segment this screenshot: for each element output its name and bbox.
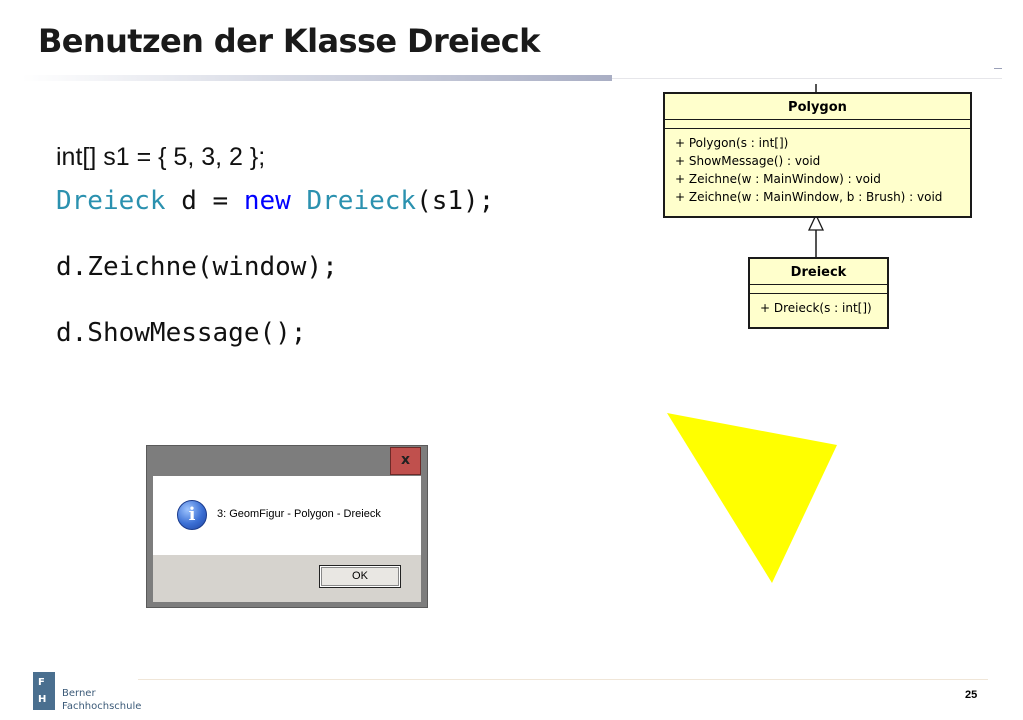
uml-separator <box>750 284 887 285</box>
logo-letter-h: H <box>38 694 47 705</box>
code-var-decl: d = <box>165 186 244 216</box>
footer-rule <box>138 679 988 680</box>
uml-class-name-polygon: Polygon <box>788 100 847 115</box>
uml-separator <box>665 128 970 129</box>
uml-class-dreieck: Dreieck + Dreieck(s : int[]) <box>748 257 889 329</box>
message-dialog: x i 3: GeomFigur - Polygon - Dreieck OK <box>146 445 428 608</box>
title-underline-right <box>612 78 1002 79</box>
logo-text-fachhochschule: Fachhochschule <box>62 701 142 712</box>
code-line-constructor: Dreieck d = new Dreieck(s1); <box>56 186 494 216</box>
code-keyword-new: new <box>243 186 291 216</box>
slide-title: Benutzen der Klasse Dreieck <box>38 22 540 60</box>
ok-button[interactable]: OK <box>319 565 401 588</box>
dialog-body: i 3: GeomFigur - Polygon - Dreieck <box>153 476 421 555</box>
code-line-showmessage: d.ShowMessage(); <box>56 318 307 348</box>
uml-class-name-dreieck: Dreieck <box>790 265 847 280</box>
uml-class-polygon: Polygon + Polygon(s : int[]) + ShowMessa… <box>663 92 972 218</box>
logo-letter-f: F <box>38 677 45 688</box>
info-icon: i <box>177 500 207 530</box>
uml-operation: + Dreieck(s : int[]) <box>760 301 872 315</box>
code-type-dreieck: Dreieck <box>56 186 166 216</box>
dialog-message: 3: GeomFigur - Polygon - Dreieck <box>217 508 381 520</box>
uml-separator <box>750 293 887 294</box>
uml-operation: + ShowMessage() : void <box>675 154 821 168</box>
uml-operation: + Zeichne(w : MainWindow) : void <box>675 172 881 186</box>
uml-operation: + Zeichne(w : MainWindow, b : Brush) : v… <box>675 190 943 204</box>
dialog-footer: OK <box>153 555 421 602</box>
title-underline <box>22 75 612 81</box>
corner-mark <box>994 68 1002 69</box>
uml-operation: + Polygon(s : int[]) <box>675 136 789 150</box>
close-button[interactable]: x <box>390 447 421 475</box>
code-type-dreieck-ctor: Dreieck <box>306 186 417 216</box>
logo-text-berner: Berner <box>62 688 96 699</box>
code-line-array: int[] s1 = { 5, 3, 2 }; <box>56 143 266 171</box>
code-line-zeichne: d.Zeichne(window); <box>56 252 338 282</box>
bfh-logo: F H <box>33 672 55 710</box>
yellow-triangle <box>667 413 837 583</box>
page-number: 25 <box>965 689 978 701</box>
uml-separator <box>665 119 970 120</box>
code-ctor-args: (s1); <box>416 186 495 216</box>
